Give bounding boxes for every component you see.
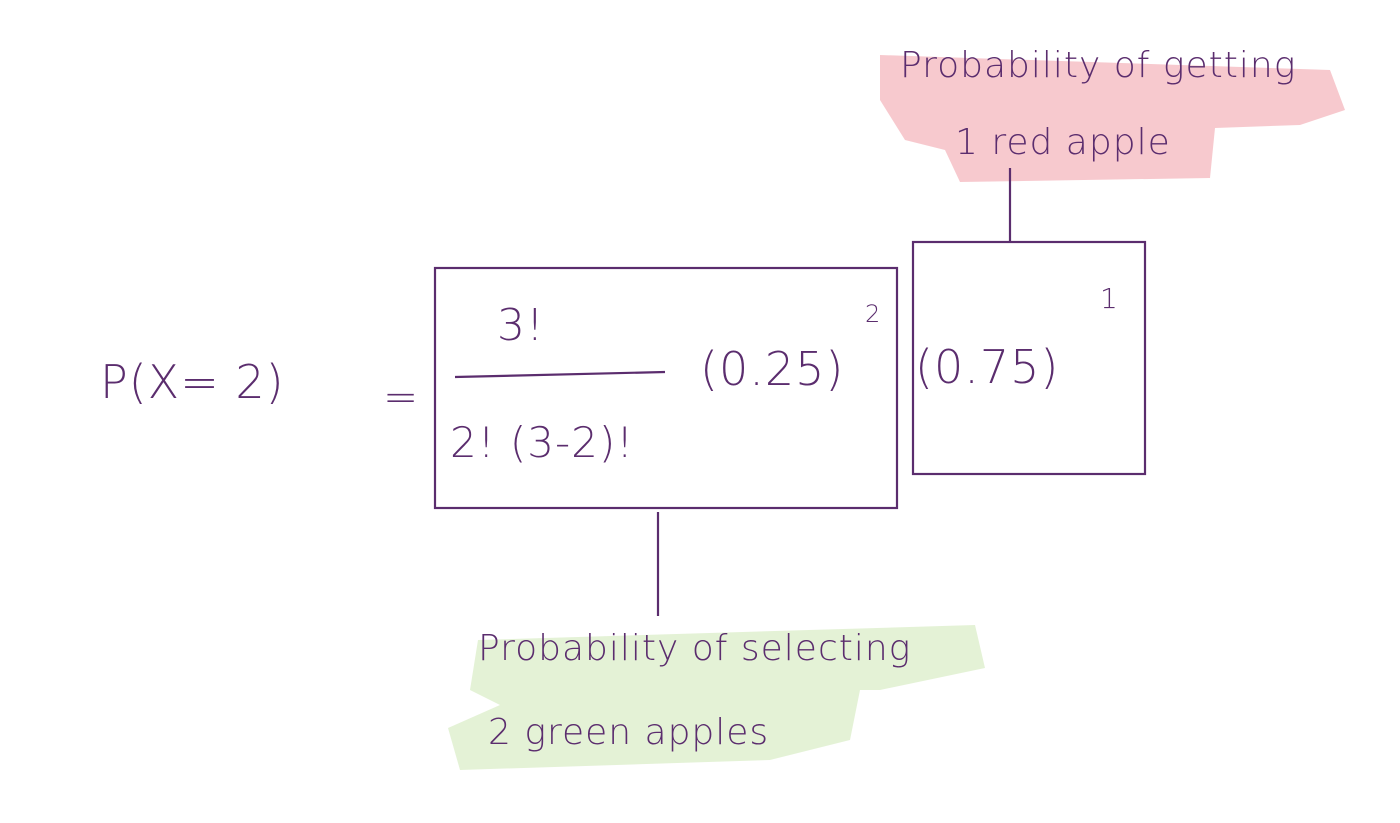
- numerator: 3!: [497, 300, 545, 351]
- equals-sign: =: [383, 372, 420, 421]
- green-exponent: 2: [865, 300, 882, 328]
- denominator: 2! (3-2)!: [450, 418, 635, 467]
- green-term-box: [433, 266, 899, 510]
- fraction-bar: [454, 370, 666, 379]
- red-annotation-line2: 1 red apple: [955, 122, 1171, 163]
- red-probability: (0.75): [915, 340, 1060, 394]
- red-exponent: 1: [1100, 282, 1119, 315]
- green-annotation-line1: Probability of selecting: [478, 628, 912, 669]
- lhs-label: P(X= 2): [100, 355, 285, 409]
- red-term-box: [911, 240, 1147, 476]
- green-highlight: [448, 625, 985, 770]
- green-probability: (0.25): [700, 342, 845, 396]
- red-highlight: [880, 55, 1345, 182]
- green-annotation-line2: 2 green apples: [488, 712, 770, 753]
- red-annotation-line1: Probability of getting: [900, 45, 1297, 86]
